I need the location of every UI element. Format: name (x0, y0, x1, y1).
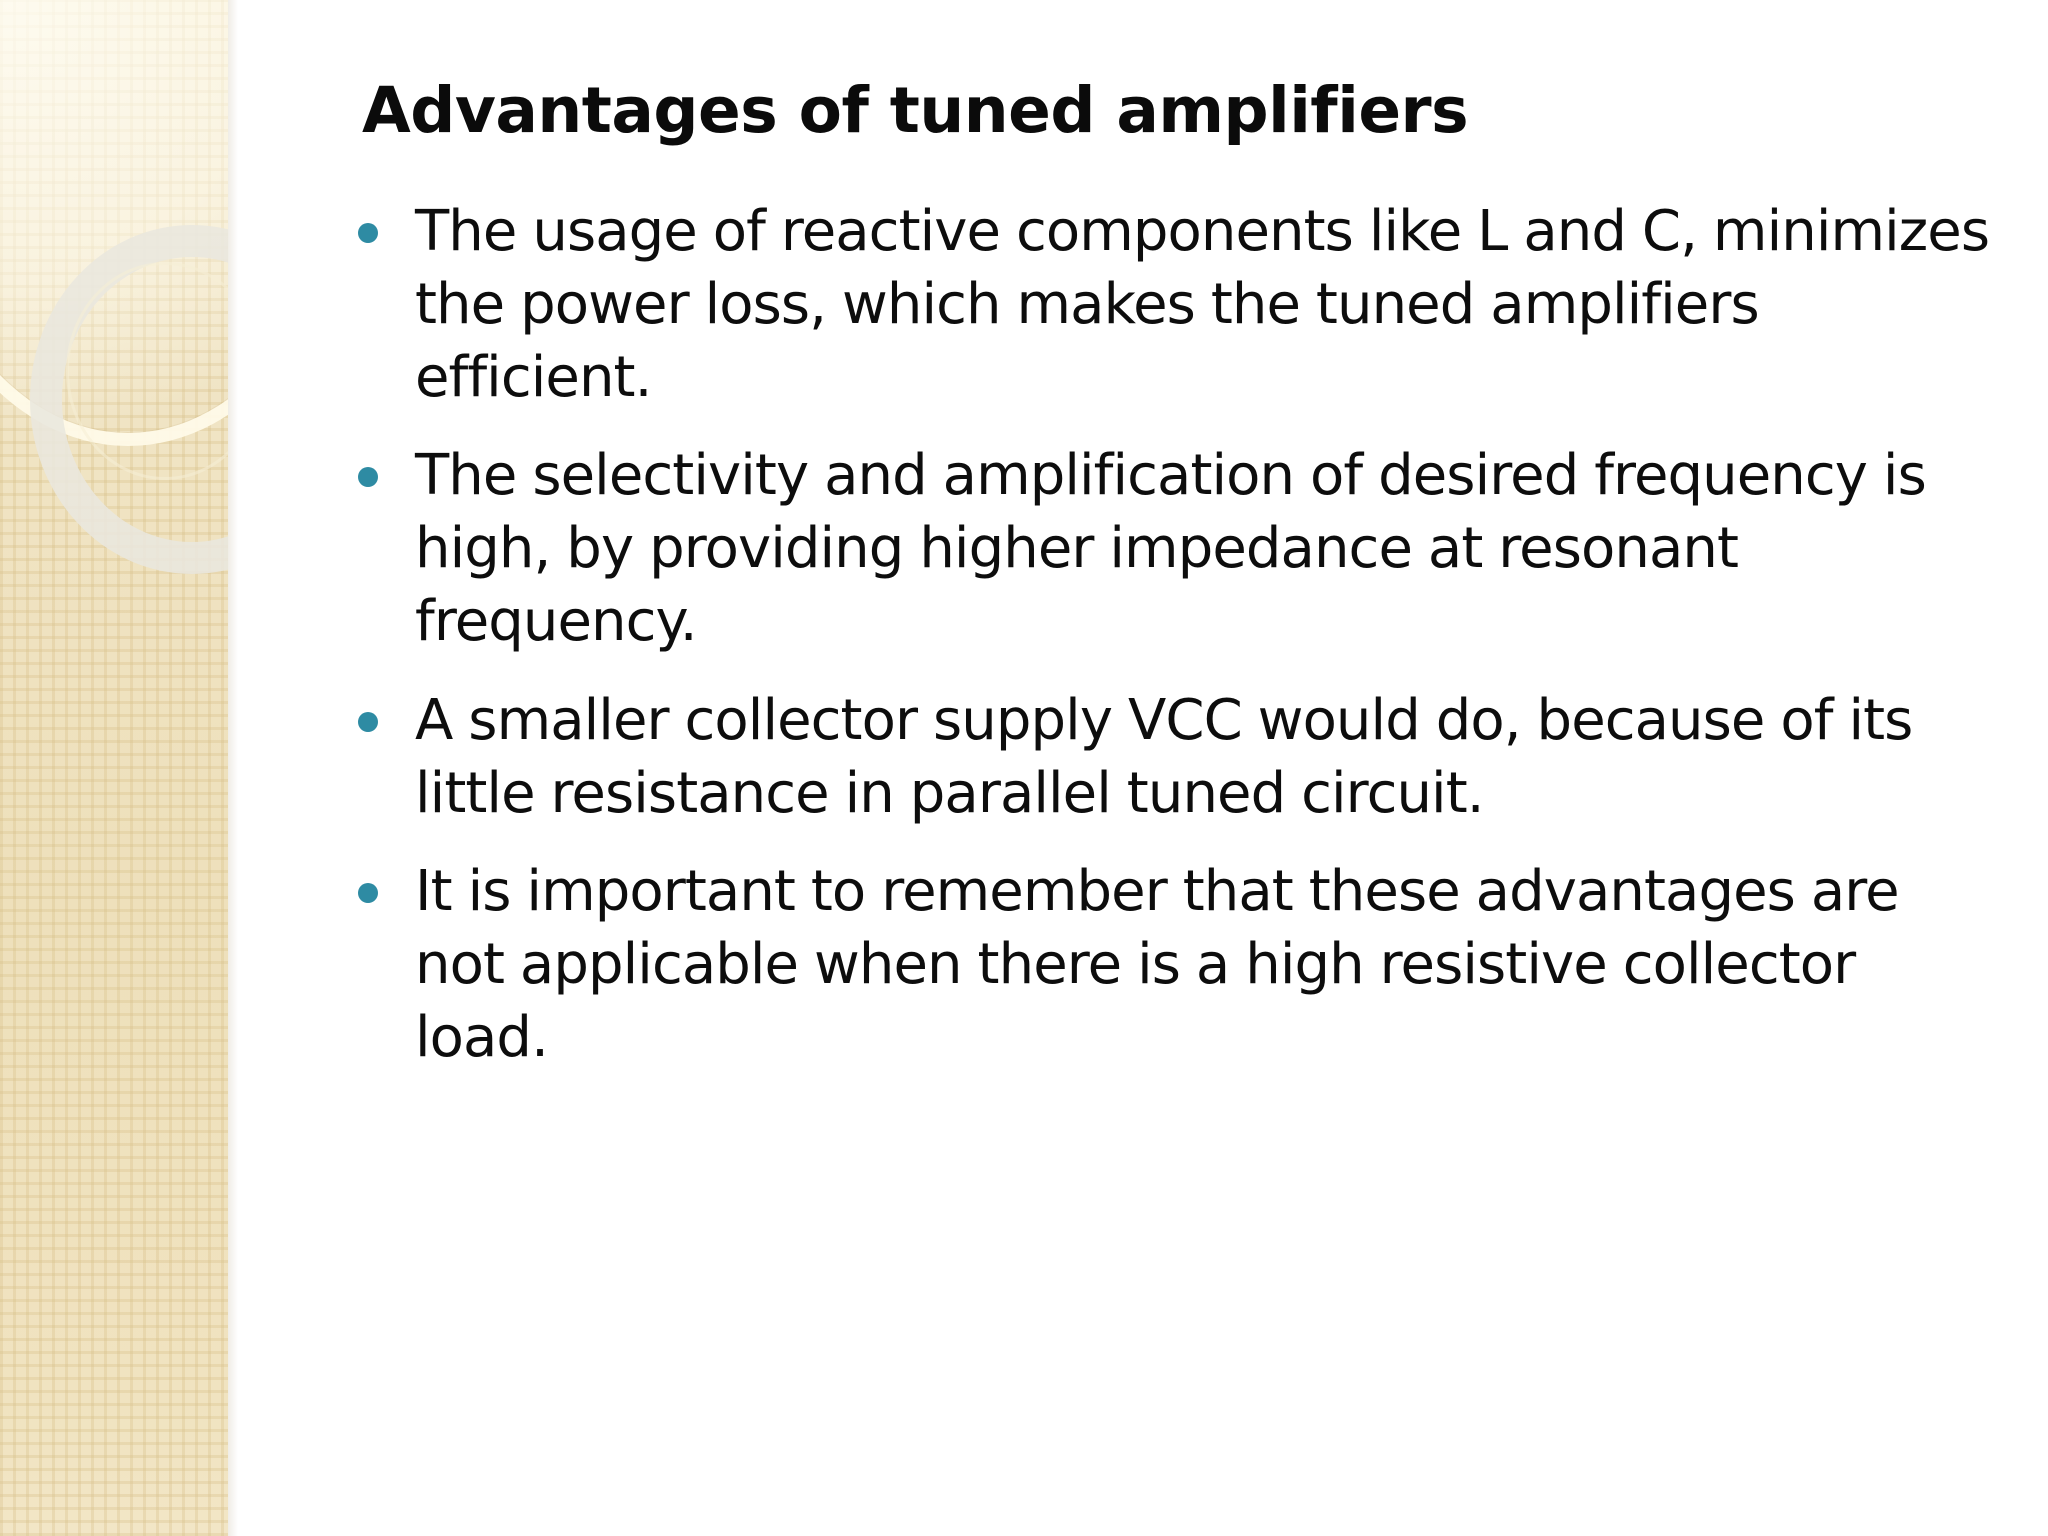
list-item: The usage of reactive components like L … (340, 196, 2000, 414)
list-item: It is important to remember that these a… (340, 856, 2000, 1074)
bullet-list: The usage of reactive components like L … (340, 196, 2000, 1101)
round-bullet-icon (358, 883, 378, 904)
list-item: A smaller collector supply VCC would do,… (340, 685, 2000, 831)
page-title: Advantages of tuned amplifiers (362, 74, 1469, 147)
list-item-text: A smaller collector supply VCC would do,… (415, 687, 1913, 826)
list-item-text: It is important to remember that these a… (415, 859, 1900, 1070)
list-item-text: The selectivity and amplification of des… (415, 443, 1927, 654)
list-item-text: The usage of reactive components like L … (415, 199, 1990, 410)
band-edge-shadow (228, 0, 238, 1536)
decorative-sidebar-band (0, 0, 228, 1536)
round-bullet-icon (358, 711, 378, 732)
round-bullet-icon (358, 223, 378, 243)
round-bullet-icon (358, 467, 378, 488)
list-item: The selectivity and amplification of des… (340, 440, 2000, 658)
slide-content-area: Advantages of tuned amplifiers The usage… (340, 0, 2000, 1536)
